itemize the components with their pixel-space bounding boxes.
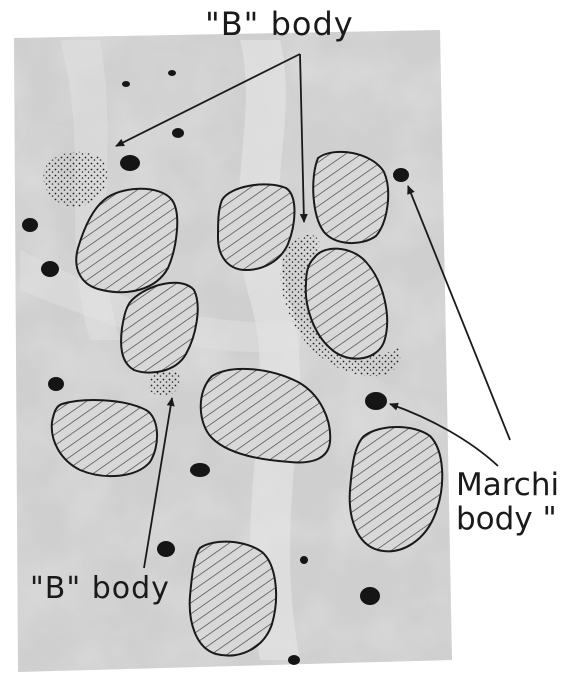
nucleus	[190, 542, 276, 656]
marchi-label-line2: body "	[456, 502, 564, 536]
marchi-body	[365, 392, 387, 410]
b-body-label-top: "B" body	[205, 8, 354, 40]
nucleus	[313, 152, 388, 243]
b-body-label-bottom: "B" body	[30, 574, 170, 604]
marchi-label-line1: Marchi	[456, 468, 564, 502]
marchi-body	[393, 168, 409, 182]
marchi-body-label: Marchi body "	[456, 468, 564, 536]
